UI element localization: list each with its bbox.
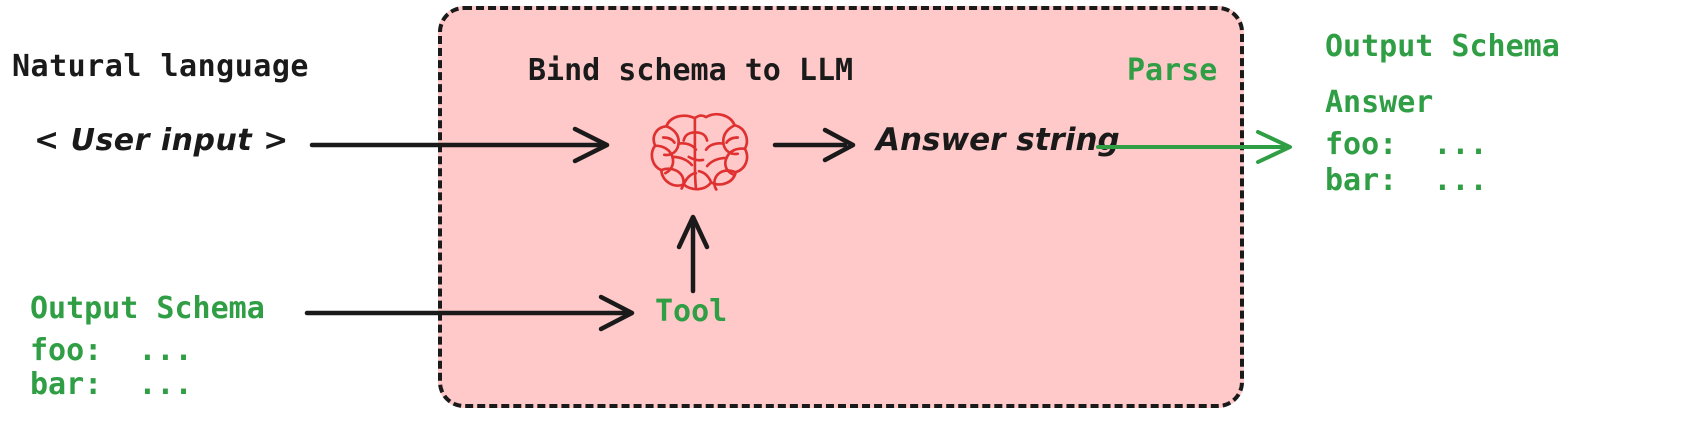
output-schema-line-bar: bar: ... (1325, 163, 1488, 198)
input-schema-title: Output Schema (30, 291, 265, 326)
output-schema-title: Output Schema (1325, 29, 1560, 64)
user-input-text: < User input > (34, 123, 289, 158)
input-schema-line-bar: bar: ... (30, 367, 193, 402)
llm-bind-container (438, 6, 1244, 408)
parse-label: Parse (1127, 53, 1218, 88)
natural-language-heading: Natural language (12, 49, 309, 84)
output-schema-line-foo: foo: ... (1325, 127, 1488, 162)
input-schema-line-foo: foo: ... (30, 333, 193, 368)
answer-string-text: Answer string (876, 122, 1120, 158)
bind-schema-heading: Bind schema to LLM (528, 53, 854, 88)
output-schema-line-answer: Answer (1325, 85, 1434, 120)
tool-label: Tool (655, 294, 728, 329)
